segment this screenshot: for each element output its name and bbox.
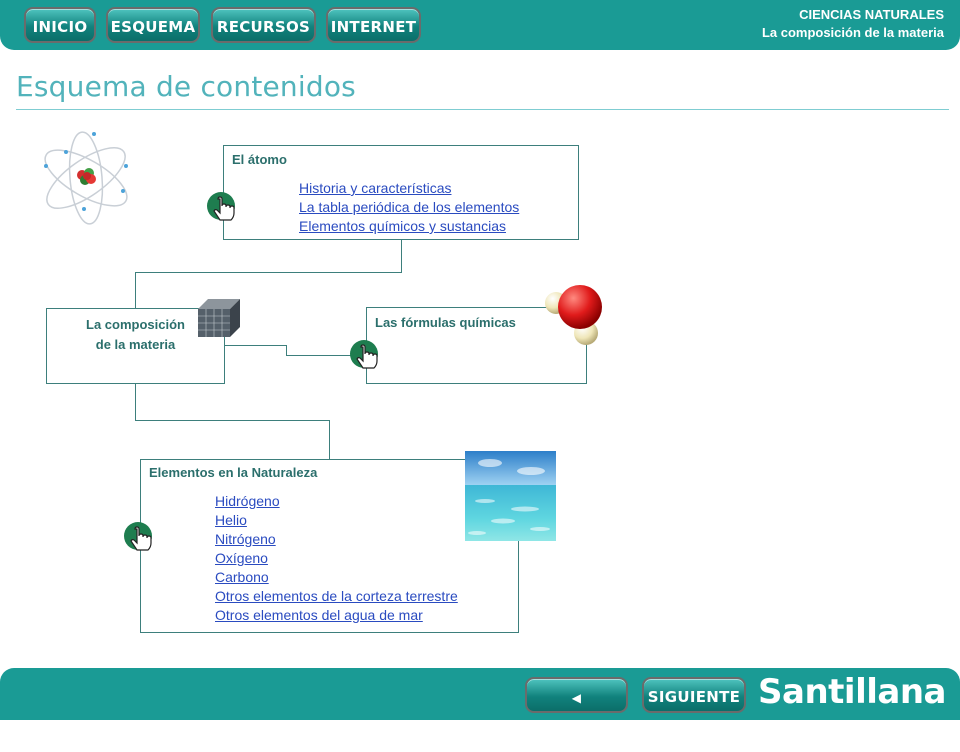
water-molecule-image (545, 285, 602, 345)
subject-label: CIENCIAS NATURALES (799, 7, 944, 22)
atomo-box (223, 145, 579, 240)
internet-button[interactable]: INTERNET (326, 7, 421, 43)
santillana-logo: Santillana (758, 672, 946, 712)
composicion-box (46, 308, 225, 384)
formulas-box (366, 307, 587, 384)
atomo-links: Historia y características La tabla peri… (299, 179, 519, 236)
hand-pointer-icon[interactable] (349, 339, 383, 379)
crystal-lattice-image (198, 299, 240, 337)
naturaleza-links: Hidrógeno Helio Nitrógeno Oxígeno Carbon… (215, 492, 458, 625)
connector-line (286, 355, 367, 356)
recursos-button[interactable]: RECURSOS (211, 7, 316, 43)
link-oxigeno[interactable]: Oxígeno (215, 550, 268, 566)
esquema-button[interactable]: ESQUEMA (106, 7, 200, 43)
composicion-line2: de la materia (95, 337, 176, 352)
atom-illustration (44, 131, 128, 225)
composicion-line1: La composición (86, 317, 185, 332)
link-elementos-sustancias[interactable]: Elementos químicos y sustancias (299, 218, 506, 234)
link-hidrogeno[interactable]: Hidrógeno (215, 493, 280, 509)
header-info: CIENCIAS NATURALES La composición de la … (762, 6, 944, 42)
bottom-bar (0, 668, 960, 720)
anterior-label: ANTERIOR (532, 725, 621, 743)
anterior-button[interactable]: ◀ ANTERIOR (525, 677, 628, 743)
link-carbono[interactable]: Carbono (215, 569, 269, 585)
hand-pointer-icon[interactable] (123, 521, 157, 561)
siguiente-label: SIGUIENTE (647, 688, 741, 706)
sea-water-image (465, 451, 556, 541)
arrow-right-icon: ▶ (689, 727, 699, 741)
title-divider (16, 109, 949, 110)
connector-line (135, 272, 136, 308)
link-historia[interactable]: Historia y características (299, 180, 452, 196)
connector-line (286, 345, 287, 356)
link-tabla-periodica[interactable]: La tabla periódica de los elementos (299, 199, 520, 215)
page-title: Esquema de contenidos (16, 70, 356, 103)
link-corteza-terrestre[interactable]: Otros elementos de la corteza terrestre (215, 588, 458, 604)
inicio-button[interactable]: INICIO (24, 7, 96, 43)
connector-line (329, 420, 330, 460)
arrow-left-icon: ◀ (571, 691, 582, 705)
link-nitrogeno[interactable]: Nitrógeno (215, 531, 276, 547)
formulas-heading: Las fórmulas químicas (375, 315, 516, 330)
connector-line (135, 420, 330, 421)
naturaleza-box (140, 459, 519, 633)
atomo-heading: El átomo (232, 152, 287, 167)
connector-line (401, 239, 402, 273)
connector-line (135, 383, 136, 421)
connector-line (224, 345, 287, 346)
unit-label: La composición de la materia (761, 25, 944, 40)
siguiente-button[interactable]: SIGUIENTE ▶ (642, 677, 746, 741)
hand-pointer-icon[interactable] (206, 191, 240, 231)
naturaleza-heading: Elementos en la Naturaleza (149, 465, 318, 480)
composicion-title: La composición de la materia (46, 315, 225, 355)
link-agua-de-mar[interactable]: Otros elementos del agua de mar (215, 607, 423, 623)
connector-line (135, 272, 402, 273)
link-helio[interactable]: Helio (215, 512, 247, 528)
